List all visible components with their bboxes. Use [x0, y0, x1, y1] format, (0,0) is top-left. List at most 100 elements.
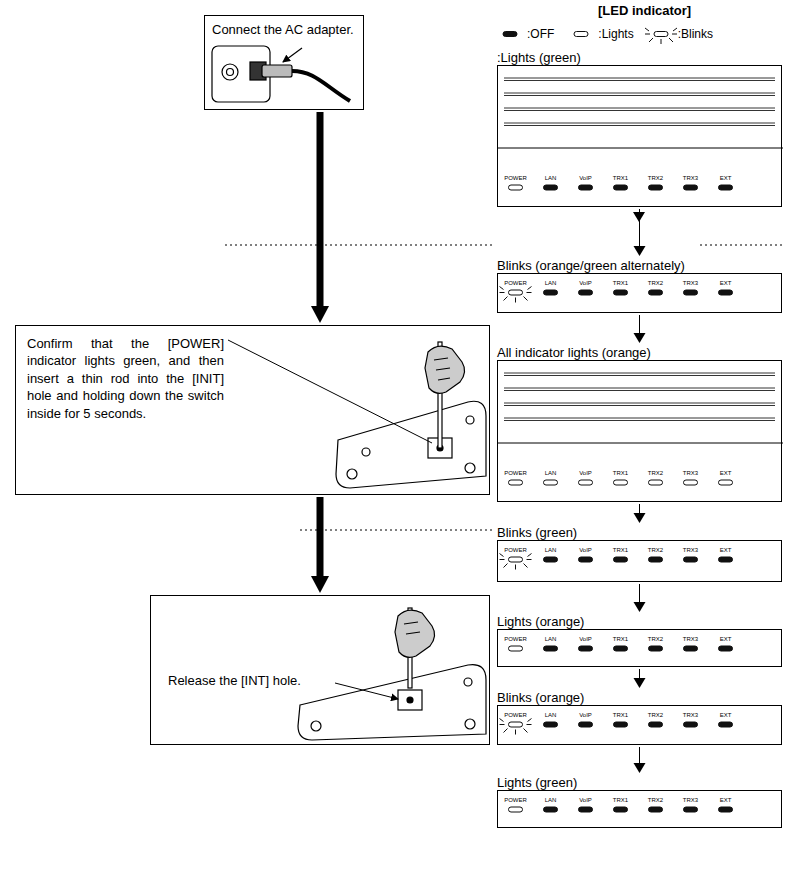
led-label: TRX3 — [673, 469, 708, 478]
led-panel: :Lights (green)POWERLANVoIPTRX1TRX2TRX3E… — [497, 50, 782, 207]
led-lamp — [509, 807, 523, 812]
flow-arrow — [639, 315, 640, 333]
led-lamp — [649, 290, 663, 295]
display-lines — [498, 373, 783, 443]
led-label: TRX2 — [638, 635, 673, 644]
blink-ray — [515, 298, 516, 303]
led-lamp — [649, 480, 663, 485]
led-lamp — [509, 480, 523, 485]
legend-item: :OFF — [493, 24, 554, 44]
blink-ray — [673, 28, 677, 31]
led-state-caption: :Lights (green) — [497, 50, 782, 65]
led-label: EXT — [708, 546, 743, 555]
blink-rays — [500, 719, 532, 735]
led-label: VoIP — [568, 635, 603, 644]
led-panel: Blinks (orange/green alternately)POWERLA… — [497, 258, 782, 313]
led-panel: Blinks (orange)POWERLANVoIPTRX1TRX2TRX3E… — [497, 690, 782, 745]
led-panel-frame: POWERLANVoIPTRX1TRX2TRX3EXT — [497, 360, 782, 502]
led-label: TRX1 — [603, 711, 638, 720]
led-label: TRX1 — [603, 279, 638, 288]
blink-ray — [500, 559, 505, 560]
led-panel-frame: POWERLANVoIPTRX1TRX2TRX3EXT — [497, 273, 782, 313]
blink-rays — [500, 554, 532, 570]
instruction-text: Connect the AC adapter. — [212, 21, 358, 38]
led-panel: Lights (orange)POWERLANVoIPTRX1TRX2TRX3E… — [497, 614, 782, 667]
led-label: EXT — [708, 469, 743, 478]
led-lamp — [544, 290, 558, 295]
led-lamp — [614, 480, 628, 485]
led-lamp — [614, 646, 628, 651]
led-lamp — [544, 480, 558, 485]
led-label: LAN — [533, 279, 568, 288]
led-label: TRX2 — [638, 174, 673, 183]
led-label: EXT — [708, 796, 743, 805]
led-panel-drawing — [498, 541, 783, 581]
instruction-text: Confirm that the [POWER] indicator light… — [27, 335, 224, 422]
led-label: POWER — [498, 279, 533, 288]
led-label: TRX1 — [603, 796, 638, 805]
legend-swatch — [564, 24, 598, 44]
led-label: TRX1 — [603, 174, 638, 183]
led-panel-drawing — [498, 361, 783, 501]
led-lamp — [684, 480, 698, 485]
led-lamp — [719, 557, 733, 562]
led-state-caption: Lights (green) — [497, 775, 782, 790]
device-bottom-illustration — [228, 340, 486, 488]
led-label: TRX3 — [673, 546, 708, 555]
led-label: POWER — [498, 174, 533, 183]
led-panel-drawing — [498, 66, 783, 206]
led-label: VoIP — [568, 711, 603, 720]
led-panel-frame: POWERLANVoIPTRX1TRX2TRX3EXT — [497, 65, 782, 207]
led-panel-frame: POWERLANVoIPTRX1TRX2TRX3EXT — [497, 790, 782, 828]
led-lamp — [614, 557, 628, 562]
led-lamp — [544, 807, 558, 812]
diagram-title: [LED indicator] — [598, 3, 691, 18]
led-lamp — [614, 807, 628, 812]
led-lamp — [684, 807, 698, 812]
blink-ray — [672, 34, 677, 35]
led-label: EXT — [708, 174, 743, 183]
blink-ray — [527, 724, 532, 725]
led-label: LAN — [533, 711, 568, 720]
led-lamp — [614, 290, 628, 295]
led-label: POWER — [498, 711, 533, 720]
blink-ray — [527, 292, 532, 293]
led-lamp — [579, 807, 593, 812]
blink-ray — [524, 297, 528, 301]
led-lamp — [649, 722, 663, 727]
led-label: EXT — [708, 635, 743, 644]
blink-ray — [660, 39, 661, 44]
led-label: TRX1 — [603, 546, 638, 555]
blink-ray — [504, 297, 508, 301]
blink-ray — [504, 729, 508, 733]
blink-ray — [528, 287, 532, 290]
led-label: TRX3 — [673, 279, 708, 288]
ac-adapter-illustration — [212, 46, 350, 102]
led-lamp — [684, 185, 698, 190]
led-lamp — [719, 185, 733, 190]
led-lamp — [684, 557, 698, 562]
led-lamp — [544, 646, 558, 651]
led-label: TRX1 — [603, 469, 638, 478]
blink-ray — [649, 38, 653, 42]
instruction-text: Release the [INT] hole. — [168, 672, 348, 689]
led-lamp — [579, 722, 593, 727]
led-state-caption: Blinks (orange/green alternately) — [497, 258, 782, 273]
led-label-row: POWERLANVoIPTRX1TRX2TRX3EXT — [498, 546, 743, 555]
led-lamp — [509, 290, 523, 295]
flow-arrow — [639, 669, 640, 678]
legend: :OFF:Lights:Blinks — [493, 24, 723, 44]
blink-ray — [645, 28, 649, 31]
led-lamp — [684, 290, 698, 295]
led-label: TRX2 — [638, 796, 673, 805]
instruction-box: Confirm that the [POWER] indicator light… — [15, 325, 490, 495]
legend-swatch — [493, 24, 527, 44]
led-lamp — [719, 646, 733, 651]
led-panel: All indicator lights (orange)POWERLANVoI… — [497, 345, 782, 502]
led-lamp — [614, 722, 628, 727]
led-label: TRX2 — [638, 279, 673, 288]
led-lamp — [544, 557, 558, 562]
led-state-caption: All indicator lights (orange) — [497, 345, 782, 360]
led-label: VoIP — [568, 174, 603, 183]
